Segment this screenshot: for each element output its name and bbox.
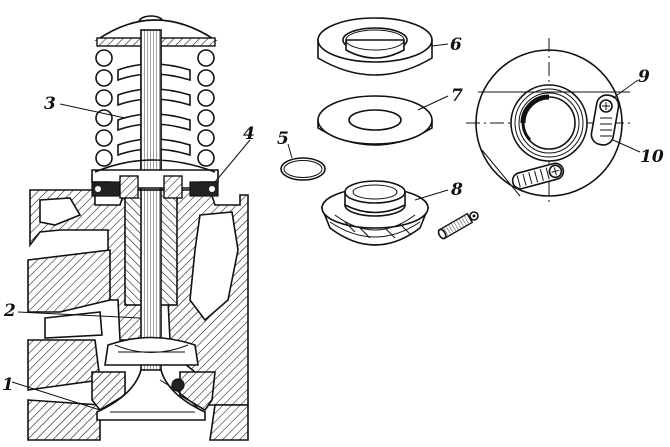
part-6-seal-cap <box>317 17 449 76</box>
set-screw <box>437 211 479 240</box>
part-8-stem-seal <box>320 180 449 246</box>
callout-8: 8 <box>450 180 463 200</box>
callout-4: 4 <box>243 124 255 144</box>
cylinder-head-section <box>27 15 249 441</box>
callout-9: 9 <box>638 67 650 87</box>
part-end-view <box>466 38 641 206</box>
valve-spring <box>95 29 215 191</box>
callout-3: 3 <box>44 94 56 114</box>
callout-1: 1 <box>2 375 14 395</box>
callout-2: 2 <box>3 301 16 321</box>
callout-10: 10 <box>640 147 664 167</box>
callout-7: 7 <box>451 86 463 106</box>
part-7-washer <box>317 95 449 146</box>
part-5-o-ring <box>280 143 326 181</box>
callout-5: 5 <box>277 129 289 149</box>
callout-leaders-left <box>11 103 251 411</box>
callout-6: 6 <box>450 35 462 55</box>
